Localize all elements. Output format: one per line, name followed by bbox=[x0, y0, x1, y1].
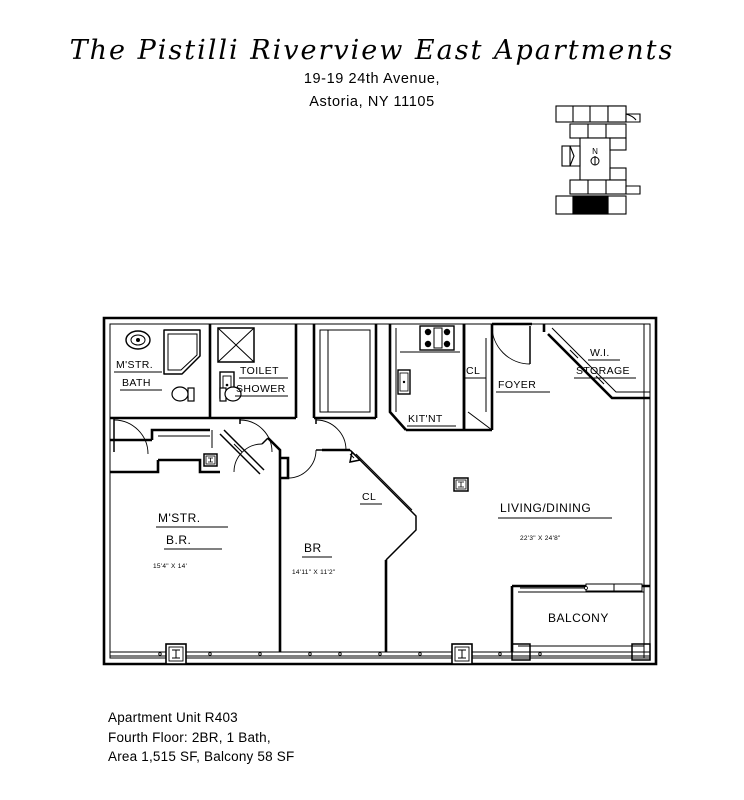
title-block: The Pistilli Riverview East Apartments 1… bbox=[0, 36, 744, 113]
label-master-br-2: B.R. bbox=[166, 533, 191, 547]
label-storage-1: W.I. bbox=[590, 347, 610, 359]
highlighted-unit bbox=[572, 195, 609, 215]
building-key-plan: N bbox=[548, 104, 648, 216]
label-toilet: TOILET bbox=[240, 365, 279, 377]
door-toilet-shower bbox=[239, 418, 273, 453]
label-master-bath-2: BATH bbox=[122, 377, 151, 389]
label-living-dining: LIVING/DINING bbox=[500, 501, 591, 515]
label-master-bath-1: M'STR. bbox=[116, 359, 153, 371]
entry-door bbox=[491, 325, 531, 365]
address-line-2: Astoria, NY 11105 bbox=[309, 94, 435, 111]
room-kitchen: KIT'NT bbox=[388, 324, 466, 432]
caption-line-3: Area 1,515 SF, Balcony 58 SF bbox=[108, 749, 295, 765]
refrigerator-fixture bbox=[397, 369, 411, 395]
window-wall-south bbox=[110, 651, 650, 657]
label-storage-2: STORAGE bbox=[576, 365, 630, 377]
label-balcony: BALCONY bbox=[548, 611, 609, 625]
column-marker-living bbox=[453, 477, 469, 492]
label-foyer: FOYER bbox=[498, 379, 536, 391]
door-bedroom-2 bbox=[287, 449, 322, 479]
shower-fixture bbox=[217, 327, 255, 363]
north-label: N bbox=[592, 147, 598, 156]
closet-foyer: CL bbox=[462, 324, 494, 432]
room-toilet-shower: TOILET SHOWER bbox=[210, 324, 298, 453]
caption-line-2: Fourth Floor: 2BR, 1 Bath, bbox=[108, 729, 271, 745]
door-hall bbox=[315, 418, 347, 451]
label-kitchen: KIT'NT bbox=[408, 413, 443, 425]
room-wi-storage: W.I. STORAGE bbox=[542, 324, 650, 400]
central-shaft bbox=[312, 324, 378, 451]
column-marker-hall bbox=[203, 453, 218, 467]
column-marker-west bbox=[165, 643, 187, 665]
bathtub-fixture bbox=[163, 329, 201, 375]
door-master-bath bbox=[113, 418, 149, 455]
room-living-dining: LIVING/DINING 22'3" X 24'8" bbox=[498, 501, 612, 542]
door-hall-bedroom bbox=[233, 437, 269, 473]
caption-line-1: Apartment Unit R403 bbox=[108, 710, 238, 725]
sink-fixture bbox=[125, 330, 151, 350]
label-closet-foyer: CL bbox=[466, 365, 480, 377]
unit-caption: Apartment Unit R403 Fourth Floor: 2BR, 1… bbox=[108, 708, 294, 767]
north-arrow-icon: N bbox=[590, 147, 600, 166]
room-bedroom-2: CL BR 14'11" X 11'2" bbox=[280, 448, 417, 652]
sliding-glass-door bbox=[520, 583, 643, 592]
closet-bedroom-2: CL bbox=[349, 449, 417, 561]
label-shower: SHOWER bbox=[236, 383, 286, 395]
apartment-floor-plan: .wall { fill:none; stroke:#000; stroke-w… bbox=[100, 312, 670, 672]
dims-bedroom-2: 14'11" X 11'2" bbox=[292, 569, 336, 576]
range-fixture bbox=[419, 325, 455, 351]
interior-hall-walls bbox=[110, 428, 269, 475]
room-master-bedroom: M'STR. B.R. 15'4" X 14' bbox=[153, 437, 282, 652]
dims-living-dining: 22'3" X 24'8" bbox=[520, 535, 561, 542]
room-foyer: FOYER bbox=[491, 322, 550, 393]
address-line-1: 19-19 24th Avenue, bbox=[303, 70, 441, 87]
column-marker-center bbox=[451, 643, 473, 665]
toilet-fixture-second bbox=[219, 386, 242, 402]
building-name: The Pistilli Riverview East Apartments bbox=[69, 35, 675, 66]
toilet-fixture-master bbox=[171, 386, 195, 402]
label-closet-bedroom: CL bbox=[362, 491, 376, 503]
label-master-br-1: M'STR. bbox=[158, 511, 201, 525]
label-bedroom-2: BR bbox=[304, 541, 322, 555]
dims-master-br: 15'4" X 14' bbox=[153, 563, 187, 570]
room-balcony: BALCONY bbox=[510, 583, 651, 661]
room-master-bath: M'STR. BATH bbox=[110, 324, 212, 455]
